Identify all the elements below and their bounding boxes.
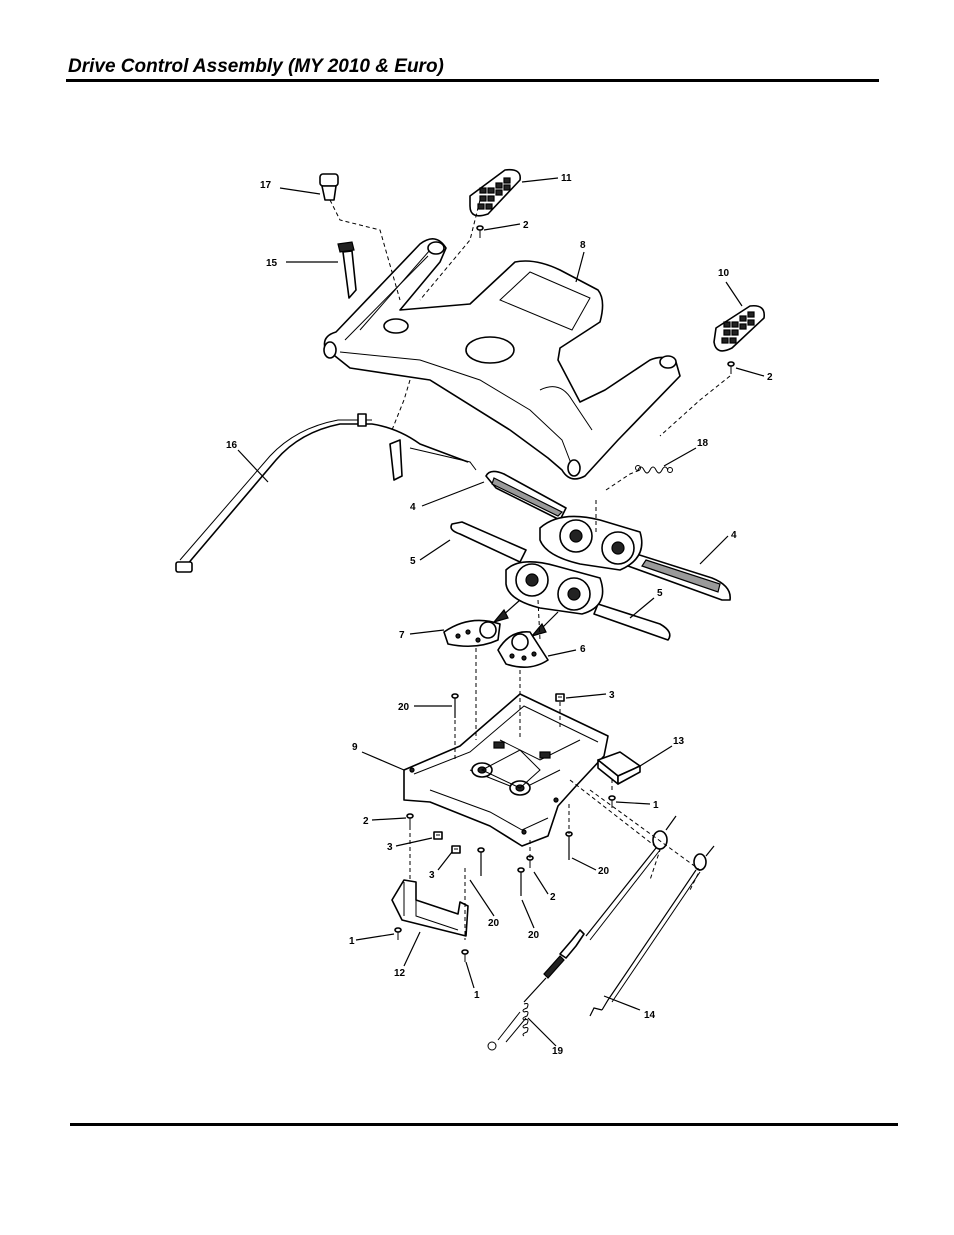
nut-3-top [555,693,565,702]
bolt-20-d [565,831,573,860]
callout-1: 1 [474,990,480,1001]
callout-3: 3 [387,842,393,853]
callout-20: 20 [488,918,500,929]
callout-20: 20 [598,866,610,877]
callout-3: 3 [609,690,615,701]
callout-4: 4 [731,530,737,541]
callout-7: 7 [399,630,405,641]
leader-lines [237,177,765,1047]
screw-1-right [608,795,616,808]
part-11-pad [469,168,522,217]
callout-2: 2 [523,220,529,231]
callout-1: 1 [653,800,659,811]
screw-2-right [727,361,735,374]
callout-3: 3 [429,870,435,881]
callout-13: 13 [673,736,685,747]
callout-6: 6 [580,644,586,655]
callout-12: 12 [394,968,406,979]
screw-2-top [476,225,484,238]
part-5-drive-lever [450,521,671,641]
callout-15: 15 [266,258,278,269]
part-6-cam-plate [497,631,549,668]
callout-11: 11 [561,173,572,184]
callout-14: 14 [644,1010,656,1021]
bolt-20-a [451,693,459,718]
screw-2-mid [406,813,414,826]
part-14-rod [589,845,715,1017]
nut-3-lower [451,845,461,854]
callout-19: 19 [552,1046,564,1057]
part-19-cable [487,815,677,1051]
callout-8: 8 [580,240,586,251]
callout-labels: 17 15 11 2 8 10 2 16 18 4 4 5 5 7 6 20 3… [226,173,773,1057]
callout-10: 10 [718,268,730,279]
callout-9: 9 [352,742,358,753]
fasteners [394,225,735,962]
part-18-spring [635,465,673,474]
callout-4: 4 [410,502,416,513]
part-15-bail-lock [337,241,357,299]
bolt-20-b [477,847,485,876]
header-rule [66,79,879,82]
part-16-cable [175,413,477,573]
assembly-lines [329,199,731,940]
callout-1: 1 [349,936,355,947]
part-9-base-plate [403,693,609,847]
part-8-console-housing [323,238,681,480]
screw-1-bottom [461,949,469,962]
screw-1-left [394,927,402,940]
callout-2: 2 [550,892,556,903]
part-12-bracket [391,879,469,937]
part-17-knob [319,173,339,201]
page-title: Drive Control Assembly (MY 2010 & Euro) [68,56,444,77]
callout-20: 20 [528,930,540,941]
part-7-cam-plate [443,619,501,648]
callout-2: 2 [767,372,773,383]
part-10-pad [713,304,766,352]
callout-20: 20 [398,702,410,713]
callout-16: 16 [226,440,238,451]
callout-5: 5 [657,588,663,599]
footer-rule [70,1123,898,1126]
nut-3-left [433,831,443,840]
callout-18: 18 [697,438,709,449]
callout-5: 5 [410,556,416,567]
part-4-drive-lever [485,470,731,601]
callout-2: 2 [363,816,369,827]
bolt-20-c [517,867,525,896]
callout-17: 17 [260,180,272,191]
